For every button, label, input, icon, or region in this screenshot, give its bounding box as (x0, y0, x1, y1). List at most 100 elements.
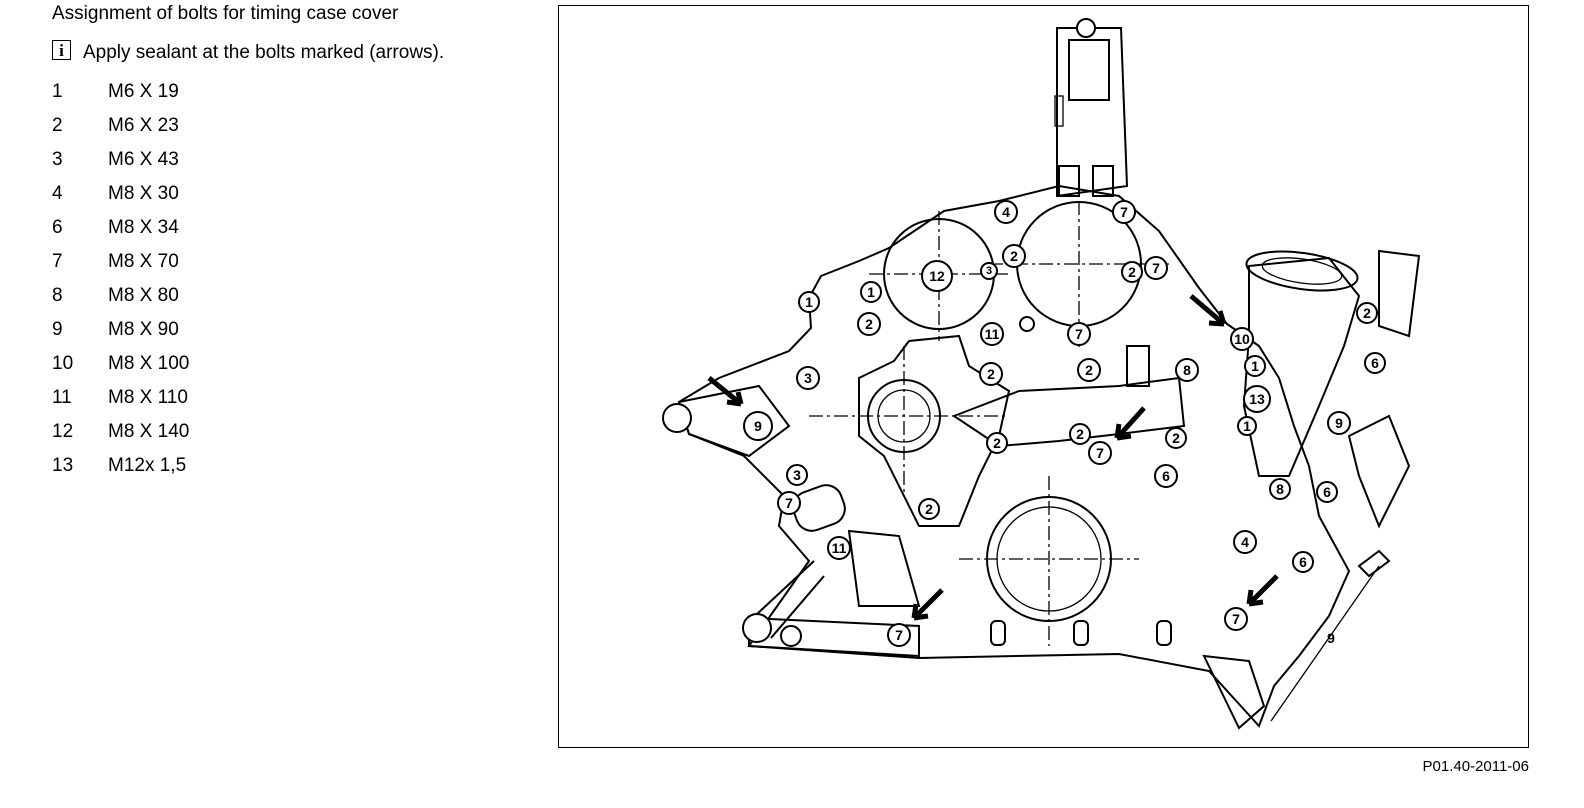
svg-text:12: 12 (929, 268, 945, 284)
svg-text:6: 6 (1162, 468, 1170, 484)
bolt-marker-6: 6 (1292, 551, 1314, 573)
bolt-marker-2: 2 (918, 498, 940, 520)
sealant-arrow-icon (1246, 574, 1279, 607)
dowel (780, 625, 802, 647)
sealant-arrow-icon (911, 588, 944, 621)
svg-text:9: 9 (1335, 415, 1343, 431)
bolt-marker-2: 2 (1002, 244, 1026, 268)
bolt-marker-7: 7 (1088, 441, 1112, 465)
bolt-marker-2: 2 (979, 362, 1003, 386)
bolt-marker-4: 4 (1233, 530, 1257, 554)
outlet-pipe (847, 529, 921, 607)
bolt-marker-3: 3 (786, 464, 808, 486)
side-pipe (792, 484, 846, 532)
bolt-marker-9: 9 (1327, 411, 1351, 435)
bolt-marker-3: 3 (980, 262, 998, 280)
bolt-marker-8: 8 (1175, 358, 1199, 382)
bolt-marker-7: 7 (1224, 607, 1248, 631)
svg-text:2: 2 (925, 501, 933, 517)
bracket-eye-left (662, 403, 692, 433)
coolant-passage (951, 376, 1186, 448)
svg-text:1: 1 (1243, 418, 1251, 434)
svg-text:8: 8 (1276, 481, 1284, 497)
sealant-arrow-icon (1189, 294, 1227, 327)
dimension-line (1270, 565, 1380, 722)
bolt-marker-1: 1 (860, 281, 882, 303)
dimension-label: 9 (1327, 630, 1335, 646)
top-stem-tab-right (1092, 165, 1114, 197)
svg-text:9: 9 (754, 418, 762, 434)
bolt-marker-dowel (1019, 316, 1035, 332)
slot (990, 620, 1006, 646)
svg-text:2: 2 (1010, 248, 1018, 264)
diagram-drawing: 9 4 2 7 2 7 12 3 1 1 2 11 7 3 2 2 8 9 2 … (662, 18, 1421, 730)
svg-text:2: 2 (1172, 430, 1180, 446)
bolt-marker-3: 3 (796, 366, 820, 390)
bolt-marker-2: 2 (1165, 427, 1187, 449)
svg-text:11: 11 (832, 540, 847, 556)
bolt-marker-11: 11 (980, 322, 1004, 346)
bolt-marker-6: 6 (1316, 481, 1338, 503)
bolt-marker-2: 2 (857, 312, 881, 336)
sensor-stub (1126, 345, 1150, 387)
svg-text:11: 11 (985, 326, 1000, 342)
svg-text:1: 1 (1251, 358, 1259, 374)
svg-text:6: 6 (1299, 554, 1307, 570)
svg-text:7: 7 (1096, 445, 1104, 461)
top-stem-cap (1076, 18, 1096, 38)
svg-text:2: 2 (1085, 362, 1093, 378)
svg-text:4: 4 (1002, 204, 1010, 220)
bolt-marker-13: 13 (1243, 385, 1271, 413)
svg-text:2: 2 (1128, 264, 1136, 280)
svg-text:2: 2 (1076, 426, 1084, 442)
svg-text:2: 2 (993, 435, 1001, 451)
top-stem-tab-left (1058, 165, 1080, 197)
bolt-marker-2: 2 (1356, 302, 1378, 324)
svg-text:2: 2 (865, 316, 873, 332)
svg-text:3: 3 (804, 370, 812, 386)
bolt-marker-6: 6 (1154, 464, 1178, 488)
svg-text:10: 10 (1234, 331, 1250, 347)
bolt-marker-1: 1 (1237, 416, 1257, 436)
svg-text:7: 7 (1120, 204, 1128, 220)
svg-text:7: 7 (1232, 611, 1240, 627)
bolt-marker-2: 2 (1077, 358, 1101, 382)
svg-text:7: 7 (1075, 326, 1083, 342)
svg-text:3: 3 (793, 467, 801, 483)
svg-text:13: 13 (1249, 391, 1265, 407)
svg-text:7: 7 (785, 495, 793, 511)
svg-text:7: 7 (1152, 260, 1160, 276)
bolt-marker-7: 7 (1067, 322, 1091, 346)
svg-text:4: 4 (1241, 534, 1249, 550)
note-text: Apply sealant at the bolts marked (arrow… (83, 42, 445, 63)
bolt-marker-2: 2 (986, 432, 1008, 454)
timing-case-cover-diagram: 9 4 2 7 2 7 12 3 1 1 2 11 7 3 2 2 8 9 2 … (558, 5, 1529, 748)
cover-outline (677, 184, 1351, 728)
bolt-marker-2: 2 (1121, 261, 1143, 283)
svg-text:3: 3 (986, 265, 992, 277)
slot (1073, 620, 1089, 646)
slot (1156, 620, 1172, 646)
bolt-marker-6: 6 (1364, 352, 1386, 374)
bracket-eye-bottom (742, 613, 772, 643)
svg-text:1: 1 (867, 284, 875, 300)
bolt-assignment-panel: Assignment of bolts for timing case cove… (52, 0, 492, 483)
svg-text:8: 8 (1183, 362, 1191, 378)
bolt-marker-4: 4 (994, 200, 1018, 224)
svg-text:2: 2 (987, 366, 995, 382)
page-title: Assignment of bolts for timing case cove… (52, 3, 399, 24)
svg-text:6: 6 (1371, 355, 1379, 371)
bolt-marker-9: 9 (743, 411, 773, 441)
svg-text:1: 1 (805, 294, 813, 310)
sealant-arrow-icon (1114, 406, 1146, 441)
dipstick-tube (1378, 249, 1421, 338)
